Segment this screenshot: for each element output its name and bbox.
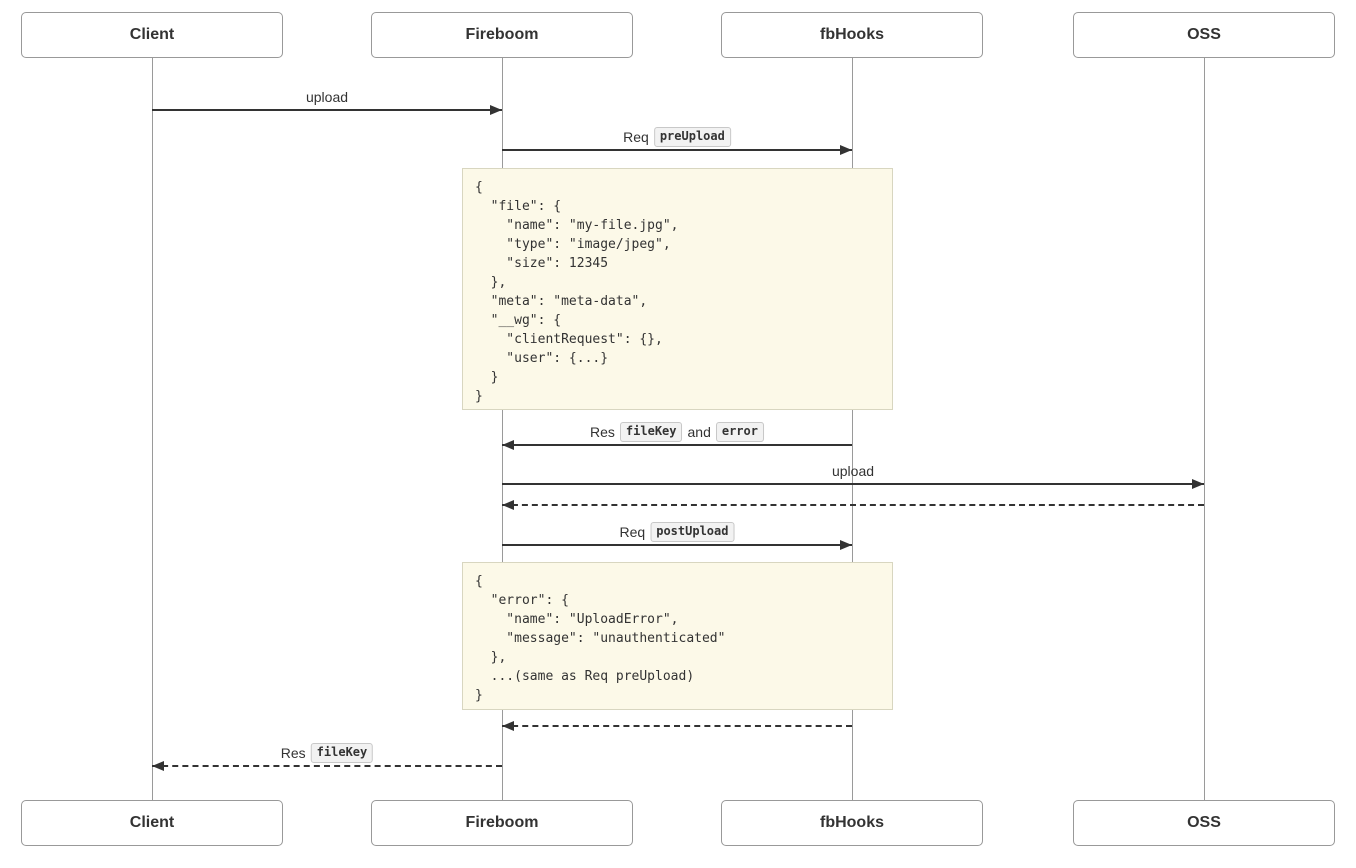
message-label-upload-1: upload: [306, 87, 348, 107]
arrowhead-left-icon: [502, 721, 514, 731]
lifeline-fireboom: [502, 58, 503, 800]
code-badge-preupload: preUpload: [653, 127, 731, 147]
participant-box-fbhooks-top: fbHooks: [721, 12, 983, 58]
participant-label: Fireboom: [465, 26, 539, 43]
message-arrow-res-filekey: [152, 765, 502, 767]
code-badge-postupload: postUpload: [650, 522, 735, 542]
message-arrow-res-filekey-error: [502, 444, 852, 446]
message-label-res-filekey: Res fileKey: [280, 743, 374, 763]
message-text: Res: [280, 745, 306, 761]
lifeline-oss: [1204, 58, 1205, 800]
participant-label: Client: [129, 26, 175, 43]
message-arrow-upload-1: [152, 109, 502, 111]
arrowhead-right-icon: [840, 540, 852, 550]
participant-label: fbHooks: [820, 814, 884, 831]
lifeline-fbhooks: [852, 58, 853, 800]
message-text: upload: [305, 89, 349, 105]
message-arrow-req-postupload: [502, 544, 852, 546]
participant-box-fireboom-top: Fireboom: [371, 12, 633, 58]
arrowhead-left-icon: [502, 440, 514, 450]
code-badge-filekey: fileKey: [619, 422, 683, 442]
participant-box-client-top: Client: [21, 12, 283, 58]
participant-label: fbHooks: [820, 26, 884, 43]
note-preupload-payload: { "file": { "name": "my-file.jpg", "type…: [462, 168, 893, 410]
participant-box-oss-top: OSS: [1073, 12, 1335, 58]
participant-label: OSS: [1187, 26, 1221, 43]
message-arrow-upload-2: [502, 483, 1204, 485]
participant-label: Fireboom: [465, 814, 539, 831]
message-text: upload: [831, 463, 875, 479]
participant-box-fbhooks-bottom: fbHooks: [721, 800, 983, 846]
message-arrow-oss-return: [502, 504, 1204, 506]
note-postupload-payload: { "error": { "name": "UploadError", "mes…: [462, 562, 893, 710]
message-text: and: [687, 424, 711, 440]
code-badge-error: error: [715, 422, 764, 442]
arrowhead-right-icon: [840, 145, 852, 155]
arrowhead-left-icon: [152, 761, 164, 771]
participant-box-oss-bottom: OSS: [1073, 800, 1335, 846]
arrowhead-right-icon: [490, 105, 502, 115]
message-text: Res: [590, 424, 615, 440]
message-arrow-fbhooks-return: [502, 725, 852, 727]
message-label-res-filekey-error: Res fileKey and error: [590, 422, 764, 442]
message-text: Req: [623, 129, 649, 145]
arrowhead-right-icon: [1192, 479, 1204, 489]
participant-label: OSS: [1187, 814, 1221, 831]
message-text: Req: [619, 524, 646, 540]
participant-box-fireboom-bottom: Fireboom: [371, 800, 633, 846]
code-badge-filekey: fileKey: [310, 743, 374, 763]
lifeline-client: [152, 58, 153, 800]
message-label-req-postupload: Req postUpload: [620, 522, 735, 542]
message-arrow-req-preupload: [502, 149, 852, 151]
message-label-req-preupload: Req preUpload: [623, 127, 731, 147]
message-label-upload-2: upload: [832, 461, 874, 481]
participant-box-client-bottom: Client: [21, 800, 283, 846]
arrowhead-left-icon: [502, 500, 514, 510]
participant-label: Client: [129, 814, 175, 831]
